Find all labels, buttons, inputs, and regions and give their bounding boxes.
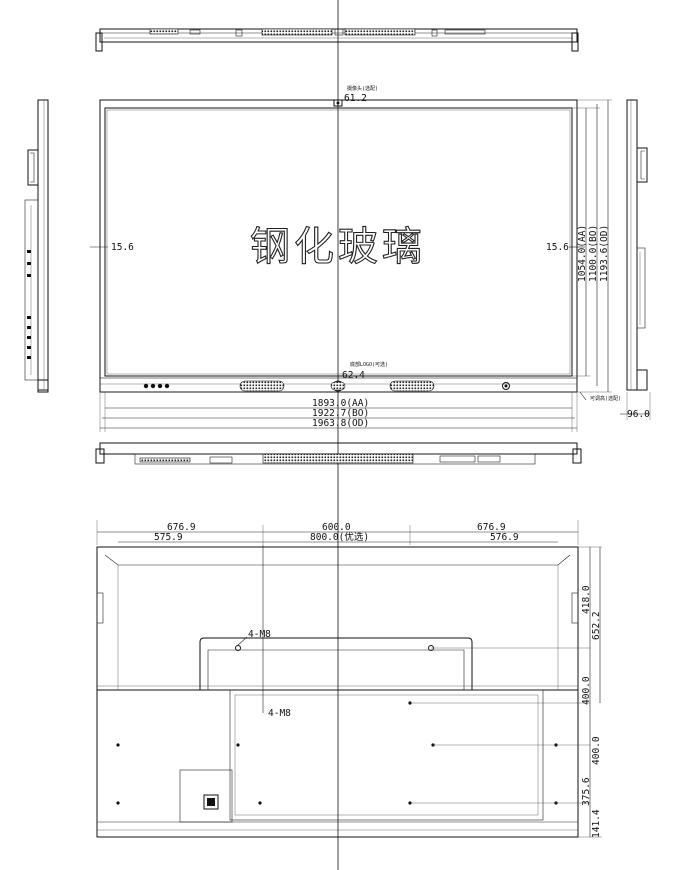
rear-mount-label-lower: 4-M8 — [268, 708, 291, 719]
logo-note: 底部LOGO(可选) — [350, 361, 388, 368]
rear-right-mid-2: 400.0 — [591, 736, 602, 765]
logo-offset-dim: 62.4 — [342, 370, 365, 381]
right-side-view — [626, 99, 648, 391]
side-margin-left-dim: 15.6 — [111, 242, 134, 253]
height-bo-dim: 1100.0(BO) — [588, 225, 599, 282]
rear-mount-label-upper: 4-M8 — [248, 629, 271, 640]
depth-dim: 96.0 — [627, 409, 650, 420]
rear-inner-right-width: 576.9 — [490, 532, 519, 543]
bottom-view — [95, 442, 582, 465]
top-view — [95, 28, 579, 52]
side-margin-right-dim: 15.6 — [546, 242, 569, 253]
width-bo-dim: 1922.7(BO) — [312, 408, 369, 419]
width-aa-dim: 1893.0(AA) — [312, 398, 369, 409]
width-od-dim: 1963.8(OD) — [312, 418, 369, 429]
rear-right-total-upper: 652.2 — [591, 611, 602, 640]
rear-top-right-width: 676.9 — [477, 522, 506, 533]
camera-offset-dim: 61.2 — [344, 93, 367, 104]
camera-note: 摄像头(选配) — [347, 85, 378, 92]
height-aa-dim: 1054.0(AA) — [577, 225, 588, 282]
rear-vesa-width: 800.0(优选) — [310, 531, 369, 543]
height-od-dim: 1193.6(OD) — [599, 225, 610, 282]
front-view: 钢化玻璃 摄像头(选配) 61.2 底部LOGO(可选) 62.4 15.6 1… — [90, 85, 651, 432]
rear-view: 676.9 600.0 676.9 575.9 800.0(优选) 576.9 — [96, 520, 602, 838]
rear-top-center-width: 600.0 — [322, 522, 351, 533]
glass-label: 钢化玻璃 — [250, 224, 426, 270]
depth-note: 可调高(选配) — [590, 395, 621, 402]
rear-inner-left-width: 575.9 — [154, 532, 183, 543]
rear-right-bottom-2: 141.4 — [591, 809, 602, 838]
rear-top-left-width: 676.9 — [167, 522, 196, 533]
rear-right-upper-height: 418.0 — [581, 585, 592, 614]
rear-right-mid-1: 400.0 — [581, 676, 592, 705]
left-side-view — [24, 99, 49, 393]
rear-right-bottom-1: 375.6 — [581, 777, 592, 806]
